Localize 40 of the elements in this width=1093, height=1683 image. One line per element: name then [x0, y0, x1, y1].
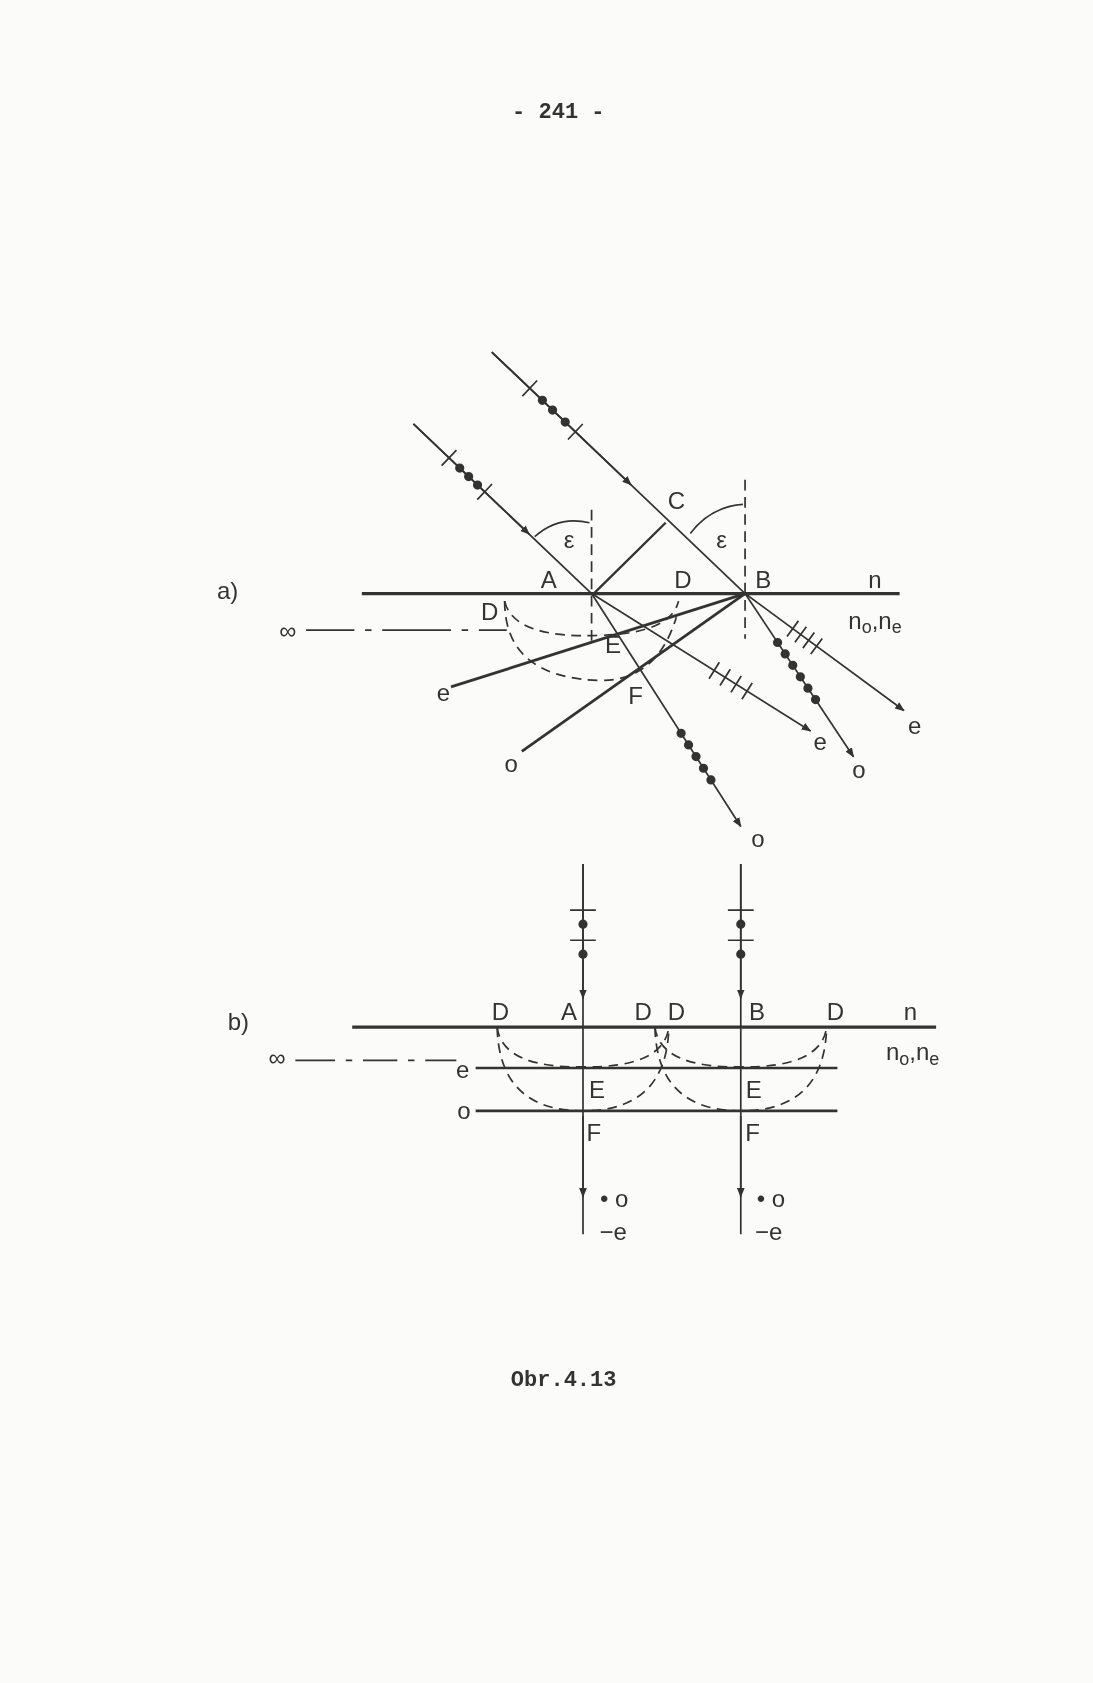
refractive-index-label: n: [868, 567, 882, 592]
point-label: B: [748, 1000, 765, 1025]
panel-label: b): [227, 1010, 249, 1035]
ray-label: o: [457, 1099, 471, 1124]
point-label: D: [826, 1000, 844, 1025]
ray-label: e: [813, 729, 827, 754]
point-label: E: [588, 1077, 605, 1102]
ray-label: e: [908, 713, 922, 738]
ray-label: • o: [756, 1187, 786, 1212]
point-label: F: [586, 1120, 602, 1145]
point-label: D: [674, 567, 692, 592]
ray-label: e: [436, 680, 451, 705]
ray-label: e: [456, 1058, 470, 1083]
point-label: C: [667, 489, 686, 514]
point-label: D: [667, 1000, 686, 1025]
point-label: F: [745, 1120, 760, 1145]
point-label: B: [755, 567, 772, 592]
ray-label: • o: [599, 1187, 629, 1212]
point-label: D: [634, 1000, 652, 1025]
point-label: A: [561, 1000, 578, 1025]
infinity-symbol: ∞: [268, 1045, 286, 1070]
ray-label: −e: [599, 1219, 627, 1244]
ray-label: o: [852, 757, 866, 782]
infinity-symbol: ∞: [279, 619, 297, 644]
page-number: - 241 -: [512, 101, 605, 124]
point-label: E: [745, 1077, 762, 1102]
ray-label: o: [751, 826, 765, 851]
angle-label: ε: [563, 528, 575, 553]
angle-label: ε: [716, 528, 727, 553]
ray-label: −e: [755, 1219, 783, 1244]
point-label: D: [491, 1000, 509, 1025]
point-label: D: [480, 600, 499, 624]
point-label: F: [628, 683, 643, 708]
figure-caption: Obr.4.13: [510, 1366, 617, 1395]
refractive-index-label: n$_{o}$,n$_{e}$: [885, 1040, 940, 1065]
panel-label: a): [216, 578, 239, 603]
refractive-index-label: n: [903, 1000, 918, 1025]
refractive-index-label: n$_{o}$,n$_{e}$: [848, 608, 902, 633]
point-label: A: [540, 567, 557, 592]
ray-label: o: [504, 752, 518, 777]
